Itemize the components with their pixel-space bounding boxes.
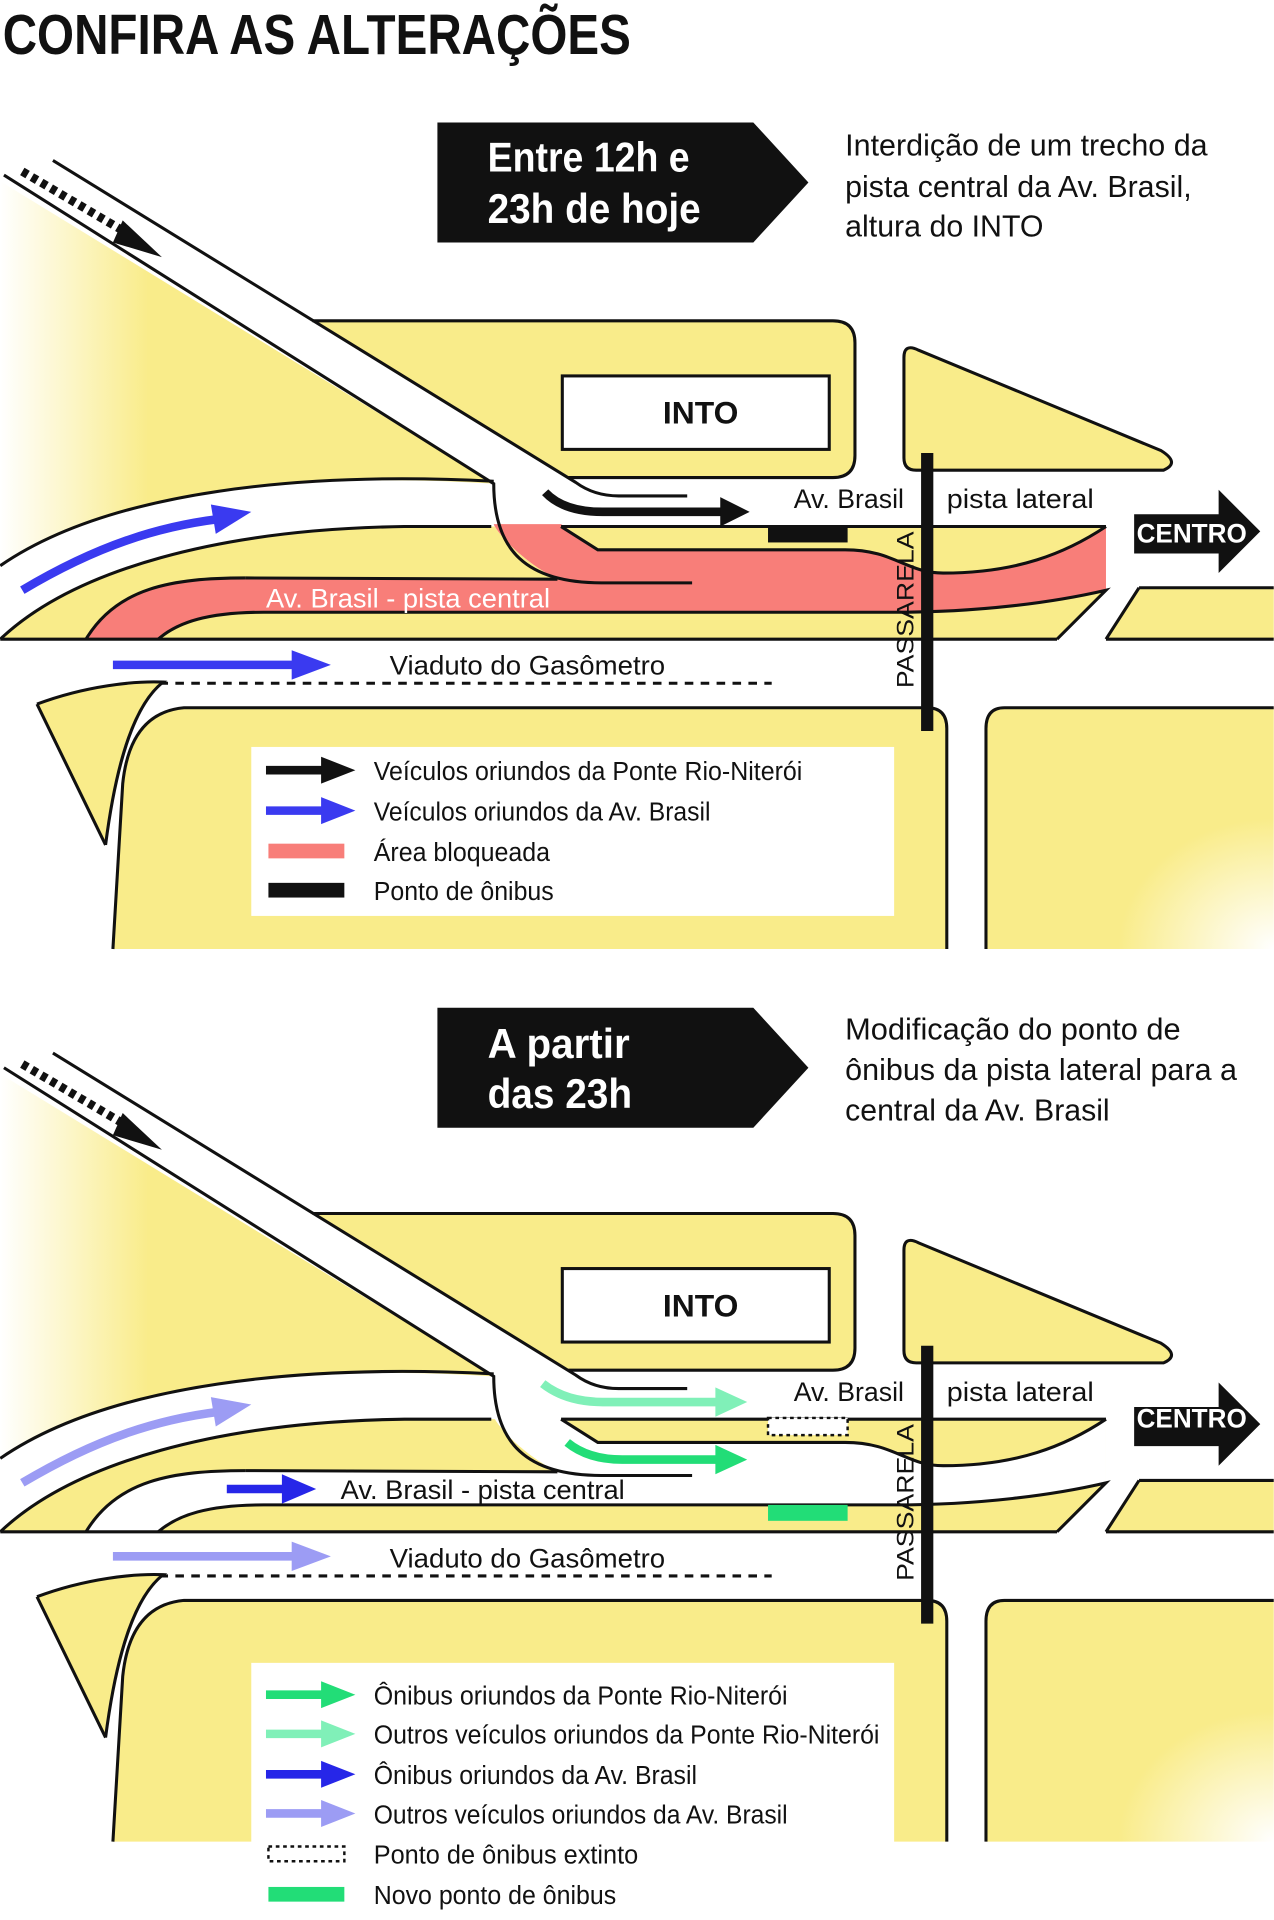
bus-stop — [768, 526, 848, 543]
into-label: INTO — [663, 395, 738, 431]
description-line-2: pista central da Av. Brasil, — [845, 170, 1192, 204]
av-brasil-label: Av. Brasil — [794, 1377, 904, 1407]
banner — [437, 122, 809, 243]
arrow-ponte-rio-niteroi — [542, 489, 726, 517]
arrow-bus-ponte — [564, 1439, 721, 1464]
legend-label: Ônibus oriundos da Av. Brasil — [374, 1761, 697, 1790]
viaduto-label: Viaduto do Gasômetro — [390, 651, 666, 681]
viaduto-label: Viaduto do Gasômetro — [390, 1543, 666, 1573]
page-title: CONFIRA AS ALTERAÇÕES — [3, 3, 631, 66]
new-bus-stop — [768, 1504, 848, 1521]
pista-lateral-label: pista lateral — [947, 484, 1094, 514]
panel-after-23h: A partir das 23h Modificação do ponto de… — [0, 1007, 1273, 1920]
arrow-av-brasil-lateral — [20, 514, 219, 594]
banner-line-1: A partir — [488, 1020, 630, 1067]
dark-blue-arrow-icon — [321, 1760, 356, 1788]
black-arrow-icon — [321, 756, 356, 784]
legend-label: Veículos oriundos da Av. Brasil — [374, 798, 711, 826]
legend-label: Ponto de ônibus — [374, 878, 554, 906]
light-blue-arrow-icon — [321, 1800, 356, 1827]
description-line-1: Interdição de um trecho da — [845, 129, 1208, 163]
banner-line-1: Entre 12h e — [488, 133, 690, 180]
passarela-label: PASSARELA — [893, 1423, 920, 1580]
legend-label: Novo ponto de ônibus — [374, 1882, 616, 1910]
arrowhead-icon — [291, 650, 331, 680]
description-line-1: Modificação do ponto de — [845, 1013, 1181, 1047]
legend: Veículos oriundos da Ponte Rio-Niterói V… — [251, 746, 895, 916]
arrowhead-icon — [715, 1387, 748, 1417]
arrowhead-icon — [210, 504, 252, 534]
legend-label: Outros veículos oriundos da Ponte Rio-Ni… — [374, 1722, 880, 1750]
extinct-bus-stop — [766, 1416, 849, 1437]
arrowhead-icon — [210, 1397, 252, 1427]
legend-label: Área bloqueada — [374, 838, 551, 867]
description-line-3: altura do INTO — [845, 209, 1043, 243]
light-green-arrow-icon — [321, 1720, 356, 1748]
panel-before-23h: Entre 12h e 23h de hoje Interdição de um… — [0, 122, 1273, 949]
legend-label: Ponto de ônibus extinto — [374, 1842, 638, 1870]
centro-label: CENTRO — [1137, 1404, 1247, 1434]
legend-label: Ônibus oriundos da Ponte Rio-Niterói — [374, 1681, 788, 1710]
description-line-2: ônibus da pista lateral para a — [845, 1053, 1238, 1087]
passarela-label: PASSARELA — [893, 531, 920, 688]
pink-bar-icon — [268, 843, 345, 859]
green-bar-icon — [268, 1886, 345, 1902]
banner — [437, 1007, 809, 1128]
pista-central-label: Av. Brasil - pista central — [266, 583, 550, 613]
arrow-other-vehicles-av-brasil — [20, 1407, 219, 1487]
green-arrow-icon — [321, 1681, 356, 1709]
arrowhead-icon — [715, 1444, 748, 1475]
arrow-other-vehicles-ponte — [540, 1380, 721, 1407]
into-label: INTO — [663, 1287, 738, 1323]
dotted-box-icon — [267, 1845, 346, 1863]
arrowhead-icon — [291, 1541, 331, 1572]
arrowhead-icon — [720, 497, 750, 527]
banner-line-2: das 23h — [488, 1070, 632, 1117]
description-line-3: central da Av. Brasil — [845, 1093, 1109, 1127]
blue-arrow-icon — [321, 797, 356, 825]
pista-central-label: Av. Brasil - pista central — [341, 1475, 625, 1505]
pista-lateral-label: pista lateral — [947, 1377, 1094, 1407]
legend-label: Veículos oriundos da Ponte Rio-Niterói — [374, 758, 803, 786]
banner-line-2: 23h de hoje — [488, 185, 701, 232]
av-brasil-label: Av. Brasil — [794, 484, 904, 514]
legend-label: Outros veículos oriundos da Av. Brasil — [374, 1801, 788, 1829]
legend: Ônibus oriundos da Ponte Rio-Niterói Out… — [251, 1662, 895, 1920]
black-bar-icon — [268, 882, 345, 898]
arrowhead-icon — [281, 1474, 317, 1504]
centro-label: CENTRO — [1137, 518, 1247, 548]
